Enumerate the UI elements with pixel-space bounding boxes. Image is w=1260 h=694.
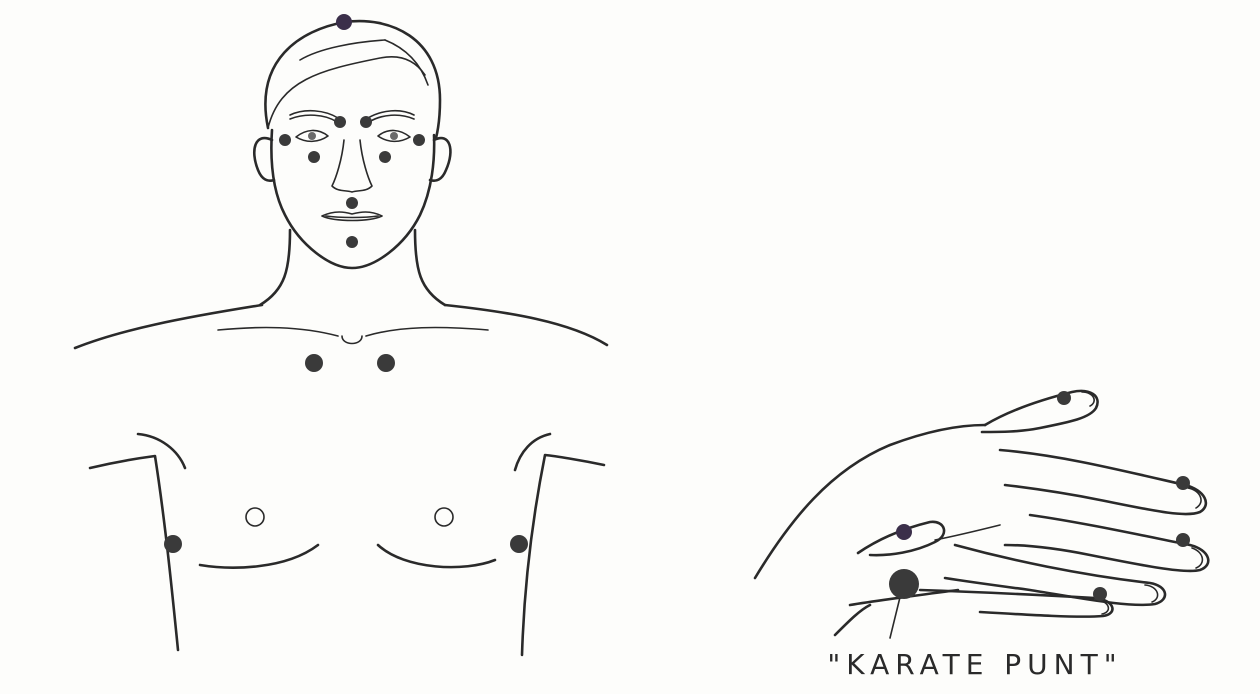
left-arm-outline bbox=[90, 456, 178, 650]
index-fingernail-point bbox=[1176, 476, 1190, 490]
ring-fingernail-point bbox=[1093, 587, 1107, 601]
collarbone-right-point bbox=[377, 354, 395, 372]
right-pectoral bbox=[378, 545, 495, 567]
karate-point-caption: "KARATE PUNT" bbox=[800, 648, 1150, 681]
right-eye bbox=[378, 130, 410, 141]
shoulder-line-left bbox=[75, 305, 262, 348]
thumb-tip-point bbox=[1057, 391, 1071, 405]
under-eye-left-point bbox=[308, 151, 320, 163]
left-eye bbox=[296, 130, 328, 141]
under-nose-point bbox=[346, 197, 358, 209]
left-pectoral bbox=[200, 545, 318, 568]
eyebrow-inner-right-point bbox=[360, 116, 372, 128]
right-nipple bbox=[435, 508, 453, 526]
chin-point bbox=[346, 236, 358, 248]
sternal-notch bbox=[342, 336, 362, 344]
eyebrow-inner-left-point bbox=[334, 116, 346, 128]
hand-outline bbox=[755, 391, 1208, 638]
middle-fingernail-point bbox=[1176, 533, 1190, 547]
nose bbox=[332, 140, 372, 192]
underarm-right-point bbox=[510, 535, 528, 553]
shoulder-line-right bbox=[445, 305, 607, 345]
crown-point bbox=[336, 14, 352, 30]
eye-outer-left-point bbox=[279, 134, 291, 146]
collarbone-left-point bbox=[305, 354, 323, 372]
eye-outer-right-point bbox=[413, 134, 425, 146]
underarm-left-point bbox=[164, 535, 182, 553]
neck-outline bbox=[260, 230, 290, 305]
karate-chop-point bbox=[889, 569, 919, 599]
collarbones bbox=[218, 328, 338, 336]
right-arm-outline bbox=[522, 455, 604, 655]
under-eye-right-point bbox=[379, 151, 391, 163]
thumb-knuckle-point bbox=[896, 524, 912, 540]
left-nipple bbox=[246, 508, 264, 526]
